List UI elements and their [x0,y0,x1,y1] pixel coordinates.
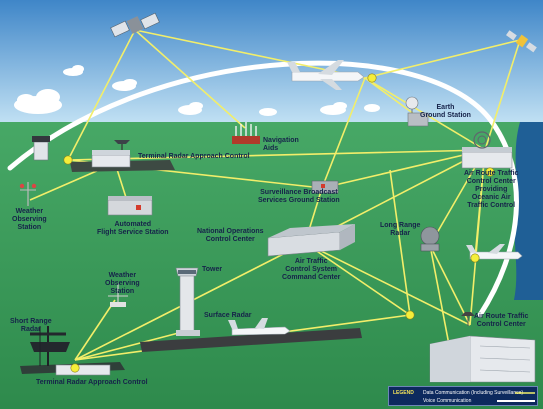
label-tower: Tower [202,266,223,273]
sbs-ground-station-icon [311,180,339,194]
atcscc-building-icon [267,224,355,257]
legend-voice-label: Voice Communication [423,398,472,404]
tracon-building-icon [91,140,131,168]
gps-satellite-icon [110,12,160,38]
label-tracon-top: Terminal Radar Approach Control [138,153,250,160]
weather-station-mid-icon [108,283,128,307]
label-surface-radar: Surface Radar [204,312,252,319]
control-tower-small-icon [32,136,50,161]
automated-fss-icon [107,196,153,216]
tracon-bottom-building-icon [55,364,111,376]
data-links [29,29,521,361]
legend: LEGEND Data Communication (Including Sur… [388,386,538,406]
taxiing-airplane-icon [228,318,291,336]
earth-ground-station-icon [405,96,429,127]
airliner-icon [287,60,365,90]
short-range-radar-icon [30,326,70,366]
legend-swatches [497,392,535,402]
label-tracon-bottom: Terminal Radar Approach Control [36,379,148,386]
navigation-aids-icon [232,122,260,144]
weather-station-left-icon [19,182,37,206]
legend-title: LEGEND [393,390,414,396]
airport-tower-icon [175,267,200,336]
comm-satellite-icon [506,30,537,53]
connection-nodes [63,73,495,373]
sky [0,0,543,125]
jet-right-icon [466,244,523,260]
long-range-radar-icon [420,226,440,252]
artcc-building-icon [429,312,536,383]
artcc-oceanic-icon [461,131,513,169]
legend-data-label: Data Communication (Including Surveillan… [423,390,524,396]
clouds [14,65,380,116]
runway [140,328,362,352]
voice-comm-arc [7,60,519,318]
